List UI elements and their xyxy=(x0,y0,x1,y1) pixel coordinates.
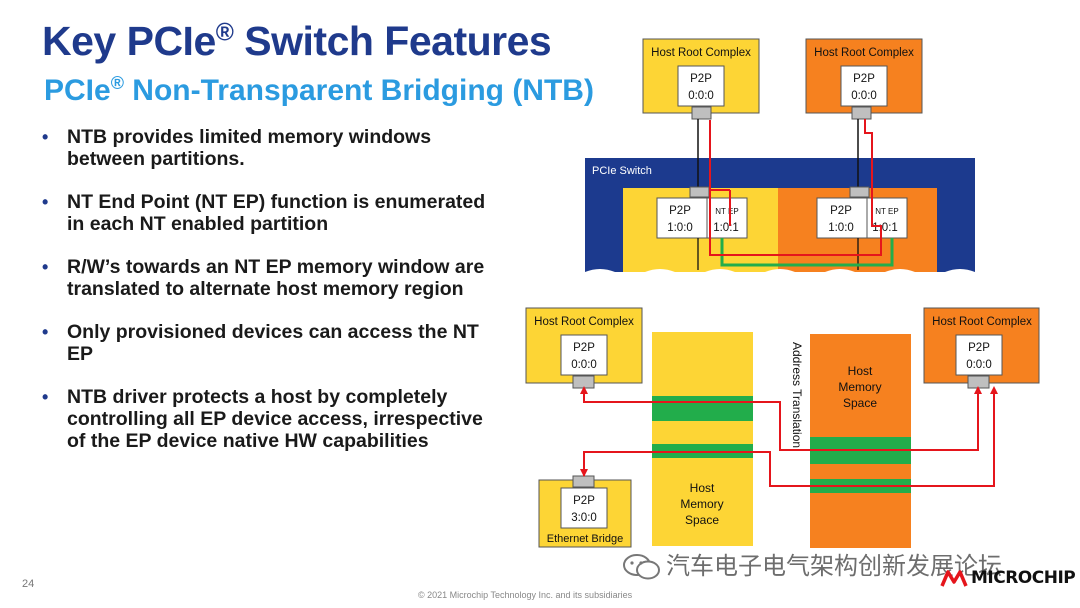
switch-label: PCIe Switch xyxy=(592,165,652,177)
page-number: 24 xyxy=(22,578,35,590)
translation-path-red xyxy=(583,389,979,451)
page-subtitle: PCIe® Non-Transparent Bridging (NTB) xyxy=(44,73,594,107)
memory-label: Memory xyxy=(680,497,723,511)
bdf-label: 1:0:0 xyxy=(667,222,693,234)
port-connector xyxy=(691,106,712,120)
microchip-icon xyxy=(940,570,968,587)
ntep-label: NT EP xyxy=(715,207,738,216)
traffic-path-red xyxy=(709,119,882,256)
bdf-label: 1:0:1 xyxy=(713,222,739,234)
bdf-label: 0:0:0 xyxy=(688,90,714,102)
p2p-box xyxy=(840,65,888,107)
logo-text: MICROCHIP xyxy=(971,568,1076,588)
nt-ep-box xyxy=(706,197,748,239)
bullet-item: Only provisioned devices can access the … xyxy=(40,321,490,365)
p2p-label: P2P xyxy=(573,342,595,354)
bullet-item: R/W’s towards an NT EP memory window are… xyxy=(40,256,490,300)
arrow-head xyxy=(580,386,588,394)
ethernet-label: Ethernet Bridge xyxy=(547,533,623,545)
port-connector xyxy=(967,375,990,389)
memory-space-left xyxy=(652,332,753,546)
memory-label: Memory xyxy=(838,380,881,394)
nt-ep-box xyxy=(866,197,908,239)
port-connector xyxy=(851,106,872,120)
host-label: Host Root Complex xyxy=(932,316,1032,328)
ntep-label: NT EP xyxy=(875,207,898,216)
p2p-box xyxy=(560,334,608,376)
wechat-icon xyxy=(623,554,660,580)
p2p-label: P2P xyxy=(830,205,852,217)
bullet-list: NTB provides limited memory windows betw… xyxy=(40,126,490,473)
switch-wave-edge xyxy=(585,269,975,280)
arrow-head xyxy=(974,386,982,394)
arrow-head xyxy=(580,469,588,477)
p2p-label: P2P xyxy=(690,73,712,85)
bdf-label: 0:0:0 xyxy=(851,90,877,102)
memory-label: Space xyxy=(843,396,877,410)
address-translation-label: Address Translation xyxy=(790,342,804,448)
p2p-box xyxy=(677,65,725,107)
bdf-label: 3:0:0 xyxy=(571,512,597,524)
p2p-label: P2P xyxy=(669,205,691,217)
p2p-label: P2P xyxy=(853,73,875,85)
memory-label: Space xyxy=(685,513,719,527)
host-label: Host Root Complex xyxy=(534,316,634,328)
microchip-logo: MICROCHIP xyxy=(940,568,1076,588)
memory-window-green xyxy=(652,396,753,421)
p2p-label: P2P xyxy=(573,495,595,507)
bdf-label: 0:0:0 xyxy=(966,359,992,371)
nt-link-green xyxy=(720,238,894,267)
memory-label: Host xyxy=(690,481,715,495)
bullet-item: NT End Point (NT EP) function is enumera… xyxy=(40,191,490,235)
copyright-text: © 2021 Microchip Technology Inc. and its… xyxy=(418,590,633,600)
arrow-head xyxy=(990,386,998,394)
port-connector xyxy=(572,475,595,488)
p2p-box xyxy=(955,334,1003,376)
memory-label: Host xyxy=(848,364,873,378)
bdf-label: 0:0:0 xyxy=(571,359,597,371)
page-title: Key PCIe® Switch Features xyxy=(42,18,552,64)
port-connector xyxy=(849,186,870,198)
port-connector xyxy=(572,375,595,389)
bullet-item: NTB provides limited memory windows betw… xyxy=(40,126,490,170)
p2p-box xyxy=(560,487,608,529)
bullet-item: NTB driver protects a host by completely… xyxy=(40,386,490,452)
bdf-label: 1:0:0 xyxy=(828,222,854,234)
p2p-label: P2P xyxy=(968,342,990,354)
bdf-label: 1:0:1 xyxy=(872,222,898,234)
port-connector xyxy=(689,186,710,198)
host-label: Host Root Complex xyxy=(651,47,751,59)
host-label: Host Root Complex xyxy=(814,47,914,59)
translation-path-red xyxy=(583,389,995,487)
